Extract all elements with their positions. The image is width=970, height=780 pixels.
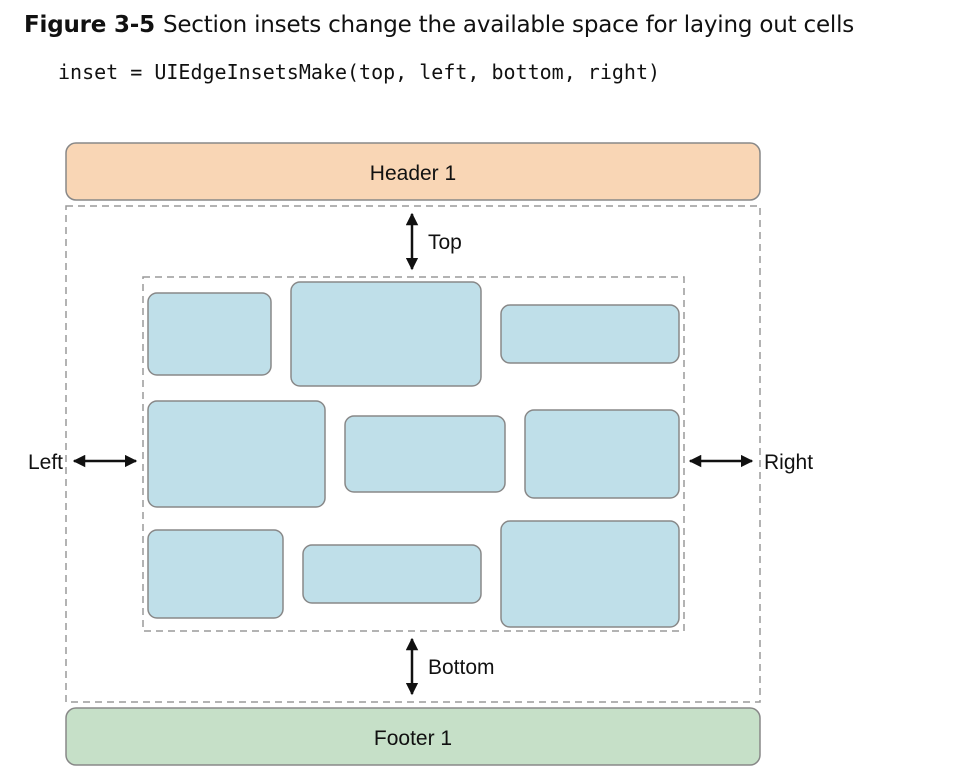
cell <box>500 304 680 364</box>
footer-box <box>65 707 761 766</box>
content-inset-boundary <box>142 276 685 632</box>
cell <box>147 529 284 619</box>
figure-caption: Figure 3-5 Section insets change the avai… <box>24 12 854 38</box>
left-inset-label: Left <box>28 451 63 474</box>
code-snippet: inset = UIEdgeInsetsMake(top, left, bott… <box>58 60 661 84</box>
cell <box>147 292 272 376</box>
cell <box>302 544 482 604</box>
right-inset-label: Right <box>764 451 813 474</box>
cell <box>500 520 680 628</box>
top-inset-label: Top <box>428 231 462 254</box>
figure-label: Figure 3-5 <box>24 12 155 38</box>
cells-group <box>147 281 680 628</box>
cell <box>147 400 326 508</box>
cell <box>290 281 482 387</box>
cell <box>524 409 680 499</box>
bottom-inset-label: Bottom <box>428 656 495 679</box>
footer-label: Footer 1 <box>374 727 452 750</box>
header-box <box>65 142 761 201</box>
section-boundary <box>65 205 761 703</box>
header-label: Header 1 <box>370 162 456 185</box>
figure-caption-text: Section insets change the available spac… <box>162 12 855 38</box>
cell <box>344 415 506 493</box>
